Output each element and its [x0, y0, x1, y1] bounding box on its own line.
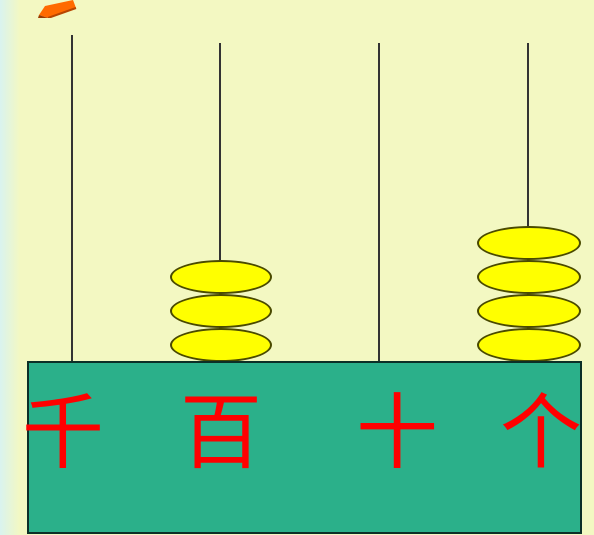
bead-ones-2 [477, 260, 581, 294]
bead-hundreds-3 [170, 328, 272, 362]
abacus-frame-base [27, 361, 582, 534]
label-thousands: 千 [22, 386, 105, 481]
label-ones: 个 [500, 386, 583, 481]
rod-ones [527, 43, 529, 361]
bead-hundreds-2 [170, 294, 272, 328]
label-hundreds: 百 [180, 386, 263, 481]
label-tens: 十 [356, 386, 439, 481]
bead-hundreds-1 [170, 260, 272, 294]
bead-ones-4 [477, 328, 581, 362]
rod-thousands [71, 35, 73, 361]
left-edge-glow [0, 0, 20, 535]
pencil-icon [38, 0, 77, 18]
bead-ones-3 [477, 294, 581, 328]
bead-ones-1 [477, 226, 581, 260]
rod-hundreds [219, 43, 221, 361]
rod-tens [378, 43, 380, 361]
